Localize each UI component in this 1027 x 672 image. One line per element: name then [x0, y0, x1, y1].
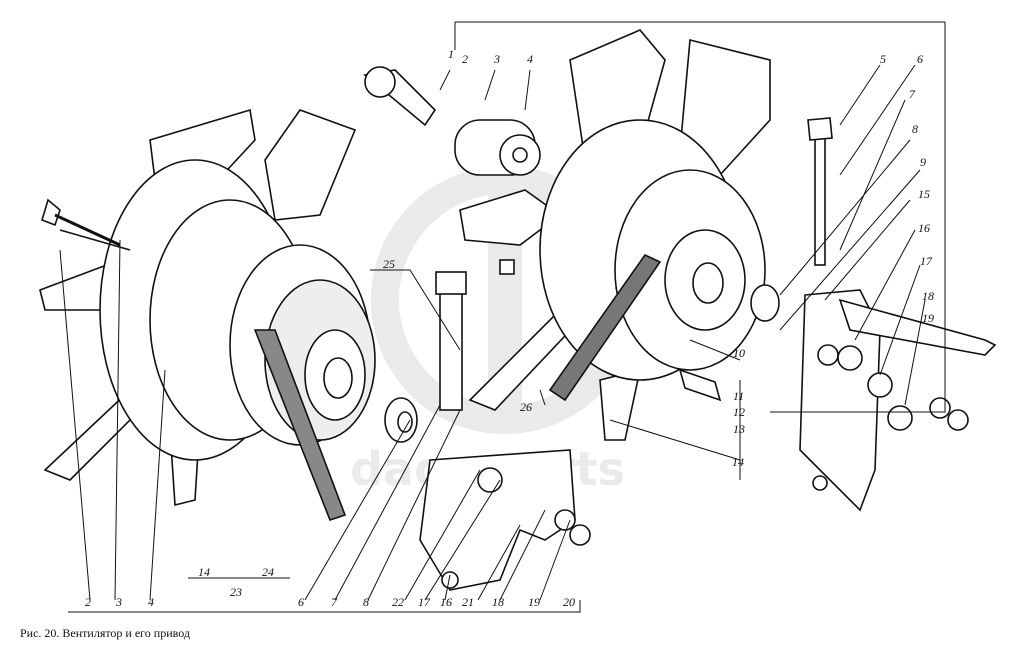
right-fan-assembly	[459, 29, 997, 512]
callout-17-right: 17	[920, 254, 933, 268]
callout-26: 26	[520, 400, 532, 414]
callout-3-bottom: 3	[115, 595, 122, 609]
left-fan-assembly	[39, 108, 376, 521]
callout-21: 21	[462, 595, 474, 609]
callout-10: 10	[733, 346, 745, 360]
callout-22: 22	[392, 595, 404, 609]
callout-23: 23	[230, 585, 242, 599]
callout-16-right: 16	[918, 221, 930, 235]
callout-7-bottom: 7	[331, 595, 338, 609]
callout-6-bottom: 6	[298, 595, 304, 609]
callout-19-bottom: 19	[528, 595, 540, 609]
callout-5: 5	[880, 52, 886, 66]
leader-lines	[59, 21, 946, 613]
callout-3-top: 3	[493, 52, 500, 66]
callout-24: 24	[262, 565, 274, 579]
callout-14-left: 14	[198, 565, 210, 579]
callout-8-bottom: 8	[363, 595, 369, 609]
callout-2-top: 2	[462, 52, 468, 66]
callout-7-top: 7	[909, 87, 916, 101]
callout-12: 12	[733, 405, 745, 419]
callout-17-bottom: 17	[418, 595, 431, 609]
callout-11: 11	[733, 389, 744, 403]
callout-19-right: 19	[922, 311, 934, 325]
callout-16-bottom: 16	[440, 595, 452, 609]
center-parts	[363, 66, 591, 591]
callout-4-top: 4	[527, 52, 533, 66]
figure-caption: Рис. 20. Вентилятор и его привод	[20, 626, 190, 640]
callout-13: 13	[733, 422, 745, 436]
callout-18-right: 18	[922, 289, 934, 303]
callout-20: 20	[563, 595, 575, 609]
callout-4-bottom: 4	[148, 595, 154, 609]
callout-6-top: 6	[917, 52, 923, 66]
callout-18-bottom: 18	[492, 595, 504, 609]
callout-8-top: 8	[912, 122, 918, 136]
callout-15: 15	[918, 187, 930, 201]
callout-9: 9	[920, 155, 926, 169]
callout-2-bottom: 2	[85, 595, 91, 609]
callout-numbers: 1 2 3 4 5 6 7 8 9 10 11 12 13 14 15 16 1…	[85, 47, 934, 609]
callout-14-right: 14	[732, 455, 744, 469]
callout-25: 25	[383, 257, 395, 271]
callout-1: 1	[448, 47, 454, 61]
